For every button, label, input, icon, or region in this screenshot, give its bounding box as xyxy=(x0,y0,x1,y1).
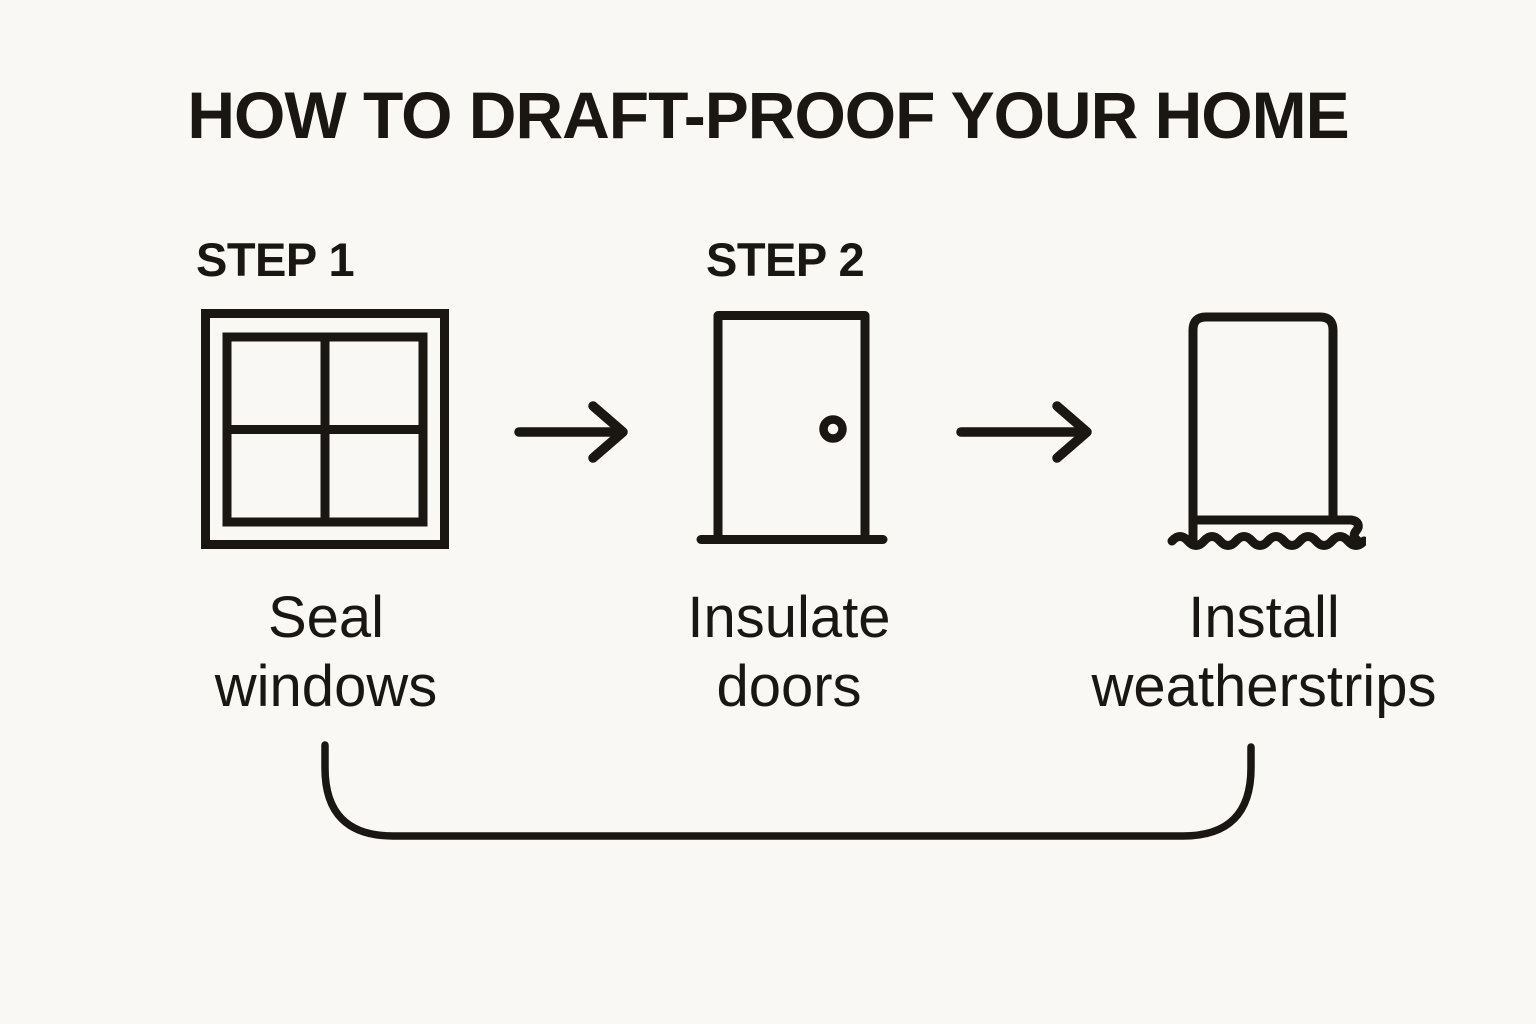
window-icon xyxy=(201,309,449,549)
caption-line: Seal xyxy=(267,585,385,650)
caption-line: windows xyxy=(214,654,438,719)
bracket-connector-icon xyxy=(321,741,1255,840)
caption-line: Insulate xyxy=(687,585,891,650)
step-1-caption: Seal windows xyxy=(215,583,437,721)
arrow-right-icon xyxy=(514,401,628,463)
step-2-label: STEP 2 xyxy=(706,233,865,286)
step-3-caption: Install weatherstrips xyxy=(1092,583,1437,721)
step-1-label: STEP 1 xyxy=(196,233,355,286)
page-title: HOW TO DRAFT-PROOF YOUR HOME xyxy=(187,78,1349,152)
caption-line: weatherstrips xyxy=(1091,654,1437,719)
caption-line: doors xyxy=(716,654,862,719)
arrow-right-icon xyxy=(956,401,1092,463)
caption-line: Install xyxy=(1188,585,1340,650)
weatherstrip-icon xyxy=(1167,312,1366,550)
step-2-caption: Insulate doors xyxy=(687,583,890,721)
door-icon xyxy=(696,311,888,544)
